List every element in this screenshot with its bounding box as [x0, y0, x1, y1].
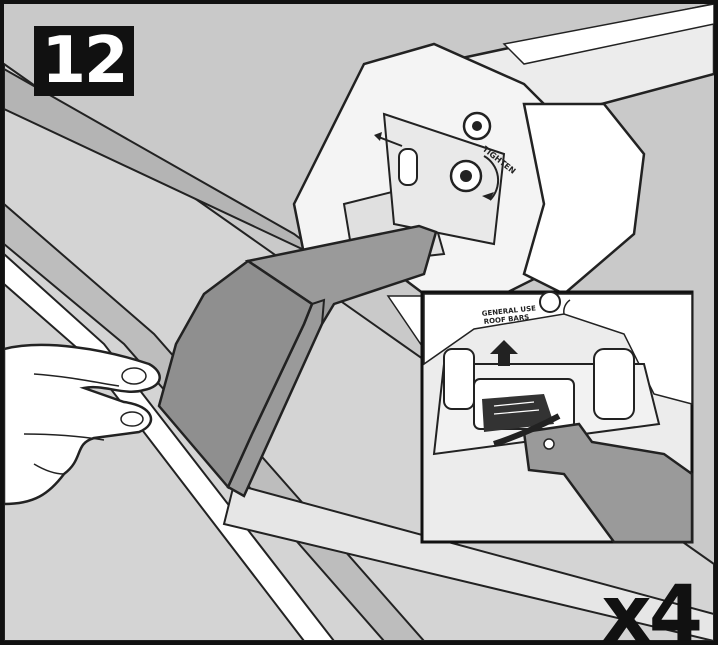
inset-slot-line	[493, 401, 535, 407]
finger-line	[23, 433, 105, 441]
roof-bar-top-face	[502, 4, 714, 65]
finger-line	[33, 373, 120, 387]
bolt-upper-center	[472, 121, 482, 131]
finger-line	[33, 463, 65, 475]
quantity-label: x4	[601, 570, 703, 645]
arrow-head-icon	[482, 192, 494, 200]
inset-tool-hole	[543, 438, 555, 450]
roof-channel	[222, 482, 714, 641]
inset-tool-tip	[493, 413, 561, 447]
inset-rotation-arrow	[563, 299, 571, 315]
clamp-housing	[382, 112, 506, 246]
adjust-slot	[398, 148, 418, 186]
instruction-illustration: TIGHTEN	[4, 4, 714, 641]
fitting-tool-fold	[311, 298, 326, 325]
fitting-tool-bent-end	[157, 259, 314, 490]
inset-foot-body	[423, 293, 693, 405]
inset-fitting-tool	[522, 422, 694, 544]
fingernail	[120, 411, 144, 427]
tighten-bolt-center	[460, 170, 472, 182]
inset-bolt	[539, 291, 561, 313]
tighten-rotation-arrow	[483, 155, 500, 201]
foot-cover	[522, 102, 646, 296]
inset-roller	[593, 348, 635, 420]
inset-slot-line	[493, 409, 540, 415]
slide-arrow-head-icon	[374, 132, 382, 141]
inset-roller-left	[443, 348, 475, 410]
detail-inset: GENERAL USE ROOF BARS	[420, 290, 694, 544]
step-number-badge: 12	[34, 26, 134, 96]
inset-slot-opening	[482, 394, 554, 432]
thumbnail	[121, 367, 147, 385]
push-up-arrow-icon	[490, 340, 518, 366]
